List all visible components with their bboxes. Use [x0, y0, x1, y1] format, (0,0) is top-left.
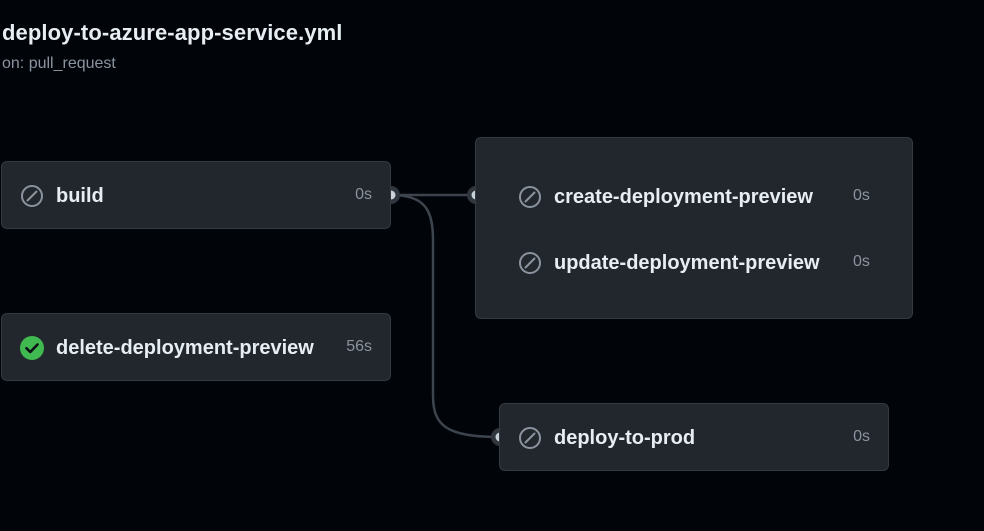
job-card-deploy-to-prod[interactable]: deploy-to-prod 0s — [499, 403, 889, 471]
skipped-icon — [518, 251, 542, 275]
job-duration: 56s — [346, 338, 372, 355]
job-name: build — [56, 184, 104, 207]
check-circle-icon — [20, 336, 44, 360]
job-name: delete-deployment-preview — [56, 336, 314, 359]
skipped-icon — [518, 185, 542, 209]
job-item-create-deployment-preview[interactable]: create-deployment-preview 0s — [476, 176, 914, 218]
job-duration: 0s — [853, 187, 870, 204]
job-name: deploy-to-prod — [554, 426, 696, 449]
job-card-build[interactable]: build 0s — [1, 161, 391, 229]
workflow-trigger: on: pull_request — [2, 55, 116, 72]
job-name: update-deployment-preview — [554, 251, 820, 274]
job-duration: 0s — [853, 253, 870, 270]
job-group-deployment-preview: create-deployment-preview 0s update-depl… — [475, 137, 913, 319]
job-duration: 0s — [355, 186, 372, 203]
skipped-icon — [20, 184, 44, 208]
job-name: create-deployment-preview — [554, 185, 813, 208]
job-item-update-deployment-preview[interactable]: update-deployment-preview 0s — [476, 242, 914, 284]
workflow-title[interactable]: deploy-to-azure-app-service.yml — [2, 20, 343, 45]
skipped-icon — [518, 426, 542, 450]
job-card-delete-deployment-preview[interactable]: delete-deployment-preview 56s — [1, 313, 391, 381]
job-duration: 0s — [853, 428, 870, 445]
